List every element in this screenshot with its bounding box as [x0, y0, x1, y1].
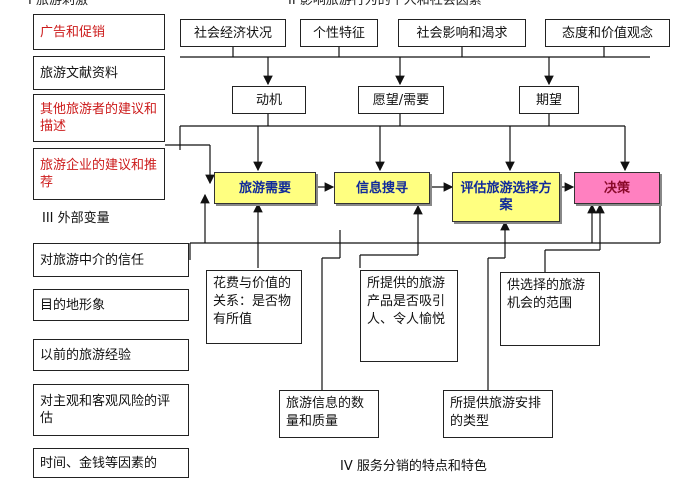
factor-social-influence: 社会影响和渴求 [398, 19, 526, 47]
factor-socioeconomic: 社会经济状况 [180, 19, 286, 47]
note-product-appeal: 所提供的旅游产品是否吸引人、令人愉悦 [360, 270, 458, 362]
note-cost-value: 花费与价值的关系：是否物有所值 [206, 270, 302, 344]
stimulus-other-travelers: 其他旅游者的建议和描述 [33, 94, 165, 142]
factor-attitudes: 态度和价值观念 [545, 19, 670, 47]
stage-decision: 决策 [574, 172, 660, 204]
driver-motivation: 动机 [232, 86, 306, 114]
driver-desire: 愿望/需要 [358, 86, 444, 114]
note-info-quality: 旅游信息的数量和质量 [279, 390, 379, 438]
section-stimuli-heading: I 旅游刺激 [28, 0, 88, 8]
section-factors-heading: II 影响旅游行为的个人和社会因素 [288, 0, 482, 8]
stimulus-literature: 旅游文献资料 [33, 56, 165, 90]
note-arrangement: 所提供旅游安排的类型 [443, 390, 553, 438]
stage-need: 旅游需要 [214, 172, 316, 204]
stimulus-enterprise: 旅游企业的建议和推荐 [33, 148, 165, 200]
stage-search: 信息搜寻 [334, 172, 430, 204]
stage-evaluate: 评估旅游选择方案 [452, 172, 560, 222]
section-external-heading: III 外部变量 [42, 211, 110, 226]
stimulus-advertising: 广告和促销 [33, 14, 165, 50]
external-time-money: 时间、金钱等因素的 [33, 448, 189, 478]
external-risk: 对主观和客观风险的评估 [33, 384, 189, 436]
external-trust: 对旅游中介的信任 [33, 243, 189, 277]
driver-expectation: 期望 [519, 86, 579, 114]
note-range: 供选择的旅游机会的范围 [500, 272, 600, 346]
section-distribution-heading: IV 服务分销的特点和特色 [340, 459, 487, 474]
factor-personality: 个性特征 [300, 19, 378, 47]
external-past-experience: 以前的旅游经验 [33, 339, 189, 371]
external-destination-image: 目的地形象 [33, 289, 189, 321]
